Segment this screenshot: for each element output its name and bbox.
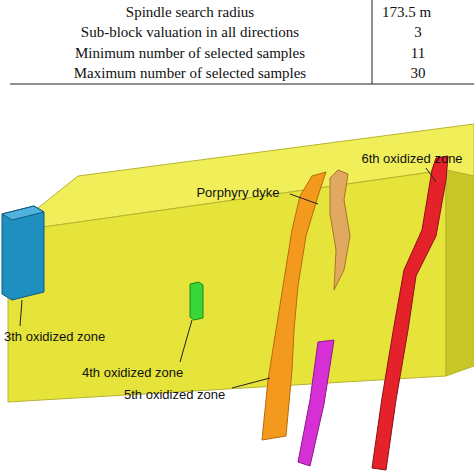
table-cell: Maximum number of selected samples [74, 66, 306, 81]
zone-3-body [2, 206, 44, 300]
zone-5-body [298, 340, 334, 466]
leader-line [232, 378, 270, 388]
dyke-upper [330, 170, 350, 290]
table-divider [372, 0, 373, 84]
leader-line [20, 300, 22, 326]
table-cell: Spindle search radius [126, 5, 254, 20]
table-cell: 11 [411, 46, 425, 61]
zone-label: 3th oxidized zone [4, 330, 105, 343]
zone-4-body [190, 282, 203, 320]
table-cell: 3 [414, 25, 422, 40]
table-cell: Minimum number of selected samples [75, 46, 305, 61]
block-side [446, 170, 474, 376]
table-cell: 30 [411, 66, 426, 81]
table-cell: Sub-block valuation in all directions [81, 25, 299, 40]
leader-line [426, 168, 436, 182]
zone-6-body [372, 156, 448, 470]
zone-label: 5th oxidized zone [124, 388, 225, 401]
zone-label: 6th oxidized zone [361, 152, 462, 165]
zone-label: Porphyry dyke [196, 186, 279, 199]
leader-line [180, 320, 192, 362]
table-cell: 173.5 m [382, 5, 431, 20]
table-rule [10, 83, 474, 84]
zone-3-top [2, 206, 44, 220]
block-front [8, 170, 446, 402]
leader-line [290, 194, 318, 204]
zone-label: 4th oxidized zone [82, 366, 183, 379]
